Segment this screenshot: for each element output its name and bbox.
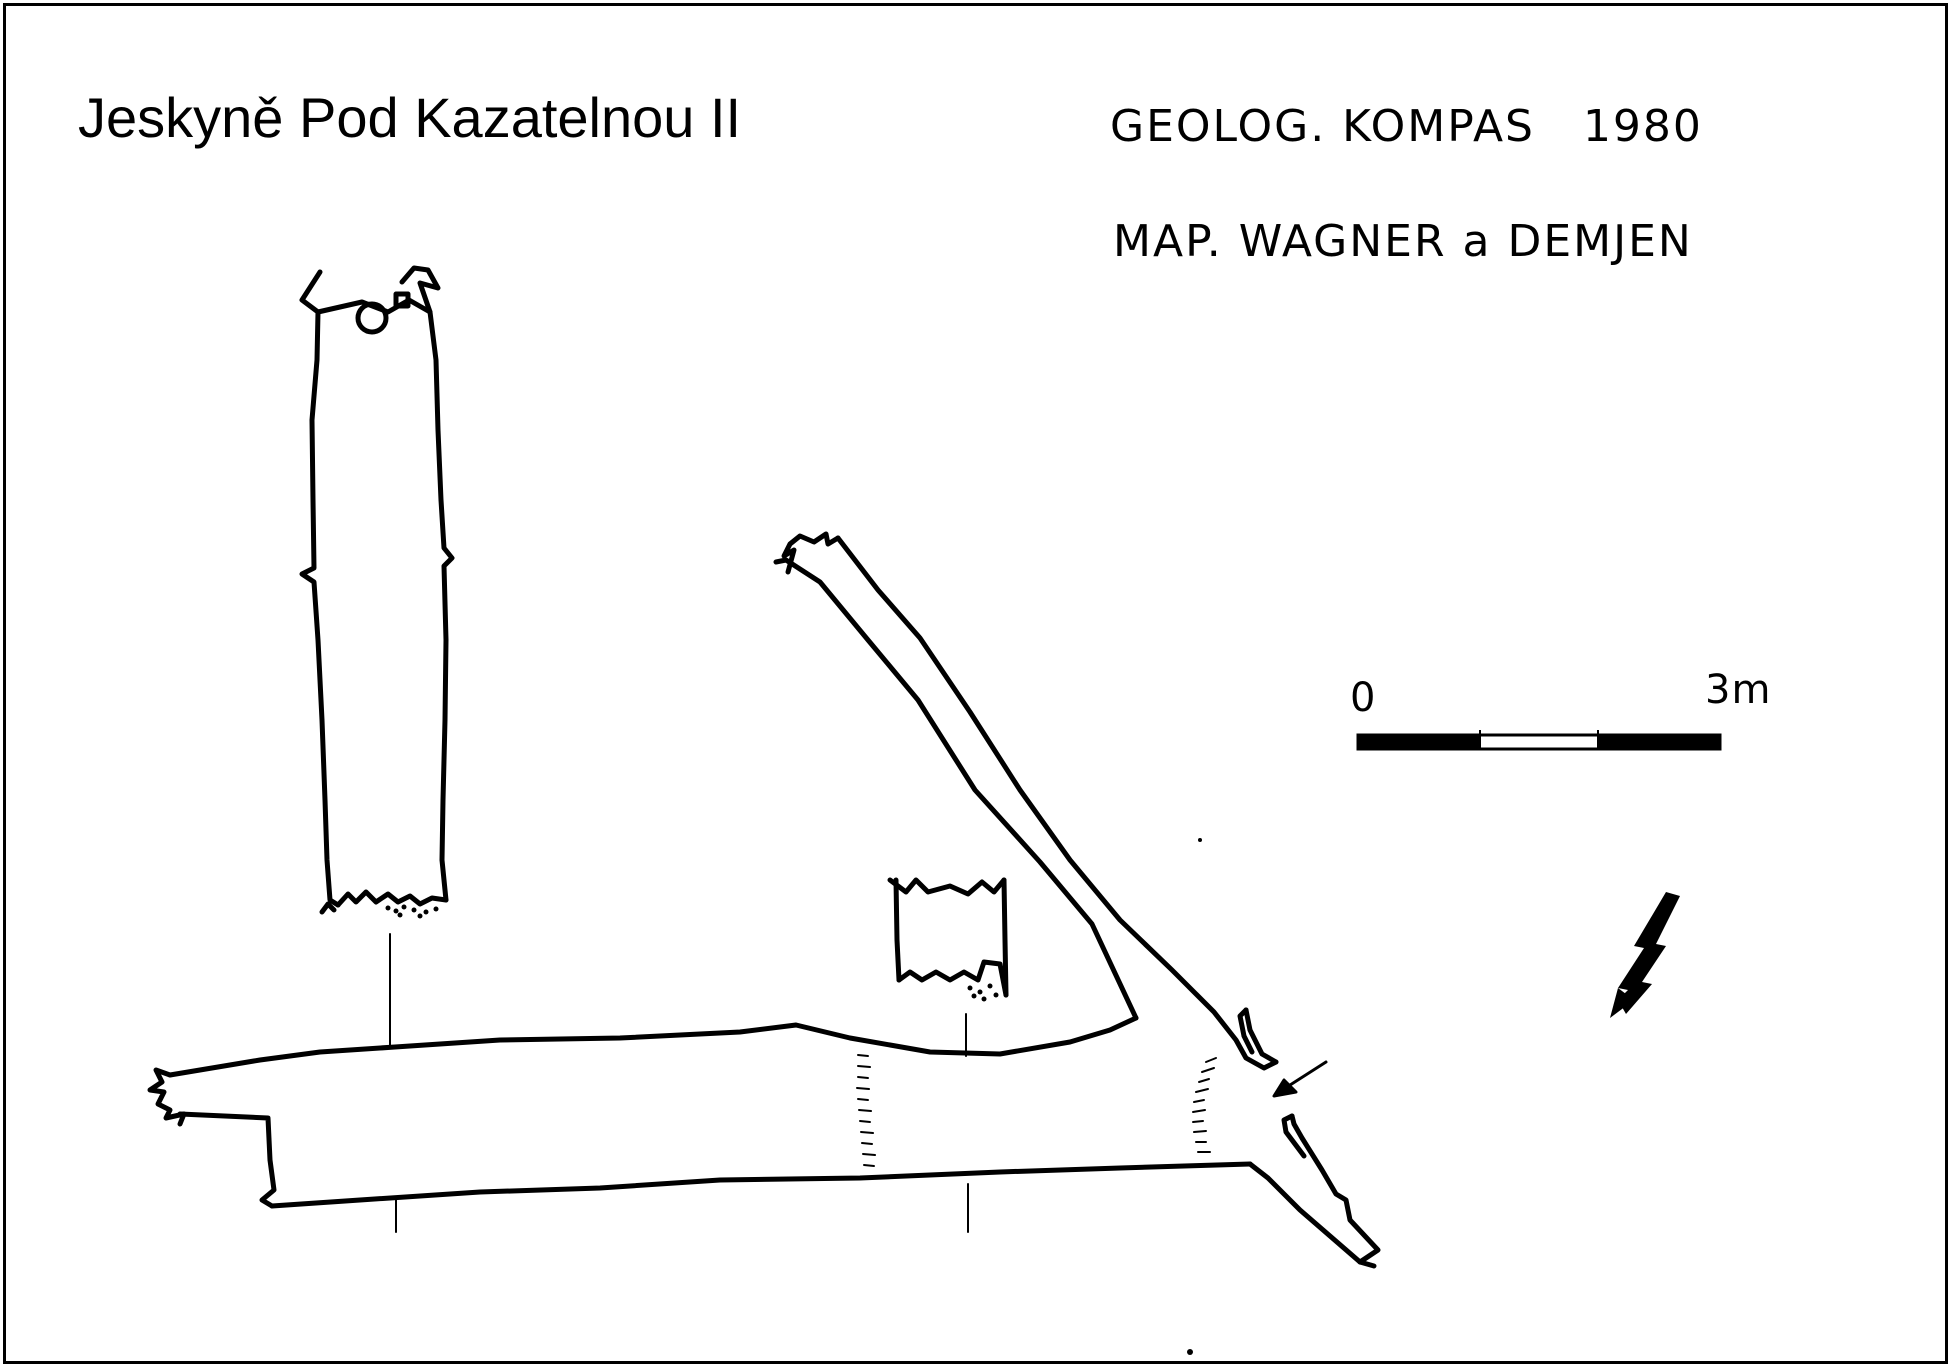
cross-section-1 (299, 265, 455, 919)
map-title: Jeskyně Pod Kazatelnou II (78, 86, 742, 149)
scale-bar (1356, 730, 1722, 751)
north-arrow-icon (1610, 892, 1680, 1018)
scale-start-label: 0 (1350, 675, 1378, 721)
survey-info: GEOLOG. KOMPAS 1980 (1110, 105, 1703, 149)
cave-plan (147, 531, 1381, 1269)
survey-instrument: GEOLOG. KOMPAS (1110, 101, 1535, 152)
entrance-arrow-icon (1272, 1060, 1328, 1098)
section-lines (389, 933, 969, 1233)
step-hachures-1 (856, 1054, 876, 1167)
survey-mappers: MAP. WAGNER a DEMJEN (1113, 216, 1693, 267)
map-frame (3, 3, 1948, 1364)
paper-specks (1187, 838, 1202, 1355)
survey-year: 1980 (1582, 101, 1703, 152)
cross-section-2 (887, 877, 1009, 1002)
step-hachures-2 (1192, 1057, 1217, 1153)
scale-end-label: 3m (1705, 667, 1772, 713)
